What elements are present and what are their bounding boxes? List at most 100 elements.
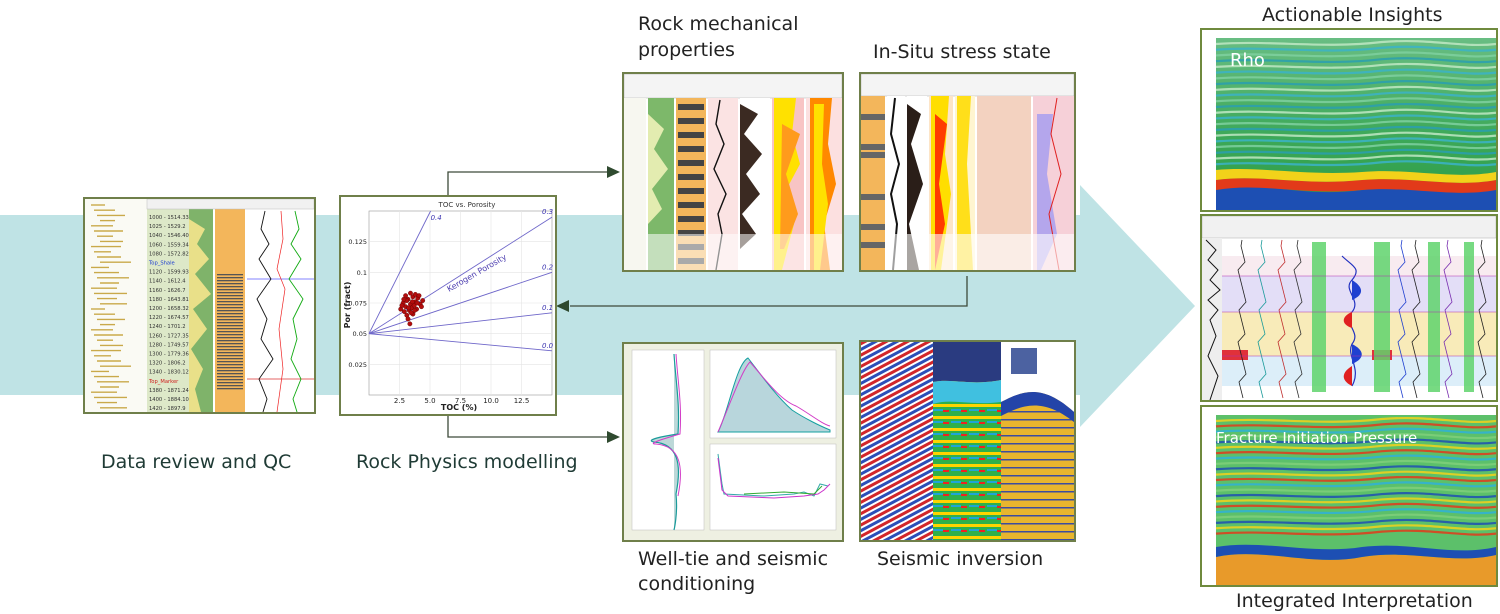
scatter-point [419, 304, 424, 310]
rho-section-panel: Rho [1200, 28, 1498, 212]
litho-stripe [217, 286, 243, 288]
litho-stripe [217, 283, 243, 285]
seismic-reflector [1215, 459, 1496, 466]
x-tick-label: 2.5 [394, 397, 405, 405]
scatter-point [408, 290, 413, 296]
litho-stripe [217, 301, 243, 303]
seismic-reflector [1215, 114, 1496, 121]
depth-row-label: 1220 - 1674.57 [149, 315, 189, 321]
seismic-reflector [1215, 108, 1496, 115]
fip-section-graphic [1202, 407, 1496, 585]
seismic-reflector [1215, 51, 1496, 58]
litho-stripe [217, 280, 243, 282]
fan-line-label: 0.0 [542, 342, 554, 350]
depth-row-label: 1140 - 1612.4 [149, 279, 186, 285]
label-rock-physics: Rock Physics modelling [356, 451, 578, 473]
litho-stripe [217, 364, 243, 366]
log-curve [1443, 239, 1453, 399]
seismic-reflector [1215, 508, 1496, 515]
litho-stripe [678, 174, 704, 180]
litho-stripe [217, 346, 243, 348]
fip-section-panel: Fracture Initiation Pressure [1200, 405, 1498, 587]
rho-overlay-label: Rho [1230, 50, 1265, 71]
log-curve [1411, 239, 1421, 399]
seismic-reflector [1215, 39, 1496, 47]
litho-stripe [217, 367, 243, 369]
scatter-point [407, 321, 413, 327]
litho-stripe [678, 146, 704, 152]
depth-row-label: 1040 - 1546.40 [149, 233, 189, 239]
seismic-reflector [1215, 497, 1496, 504]
welltie-panel [622, 342, 844, 542]
y-tick-label: 0.025 [348, 361, 367, 369]
label-inversion: Seismic inversion [877, 548, 1044, 570]
seismic-reflector [1215, 137, 1496, 144]
seismic-inversion-graphic [861, 342, 1074, 540]
litho-stripe [678, 104, 704, 110]
seismic-reflector [1215, 143, 1496, 150]
fan-line-label: 0.2 [542, 263, 554, 271]
label-integrated: Integrated Interpretation [1236, 590, 1473, 612]
seismic-reflector [1215, 57, 1496, 64]
litho-stripe [678, 118, 704, 124]
litho-stripe [217, 370, 243, 372]
seismic-reflector [1215, 438, 1496, 445]
label-actionable: Actionable Insights [1262, 4, 1443, 26]
seismic-reflector [1215, 513, 1496, 520]
seismic-reflector [1215, 475, 1496, 483]
depth-row-label: 1200 - 1658.32 [149, 306, 189, 312]
litho-stripe [217, 343, 243, 345]
rho-section-graphic [1202, 30, 1496, 210]
seismic-reflector [1215, 427, 1496, 434]
log-curve [1293, 239, 1303, 399]
scatter-point [406, 305, 412, 311]
litho-stripe [678, 132, 704, 138]
scatter-point [408, 310, 414, 316]
y-tick-label: 0.125 [348, 238, 367, 246]
seismic-reflector [1215, 80, 1496, 87]
litho-stripe [861, 114, 885, 120]
fan-line-label: 0.1 [542, 304, 553, 312]
chart-y-axis-label: Por (fract) [343, 282, 352, 329]
kerogen-fan-line [368, 271, 553, 335]
log-curve [1397, 239, 1407, 399]
chart-x-axis-label: TOC (%) [441, 403, 477, 412]
litho-stripe [217, 382, 243, 384]
litho-stripe [217, 334, 243, 336]
litho-stripe [678, 216, 704, 222]
welltie-graphic [624, 344, 842, 540]
seismic-reflector [1215, 492, 1496, 499]
insitu-stress-panel [859, 72, 1076, 272]
fan-line-label: 0.3 [542, 208, 553, 216]
seismic-reflector [1215, 502, 1496, 509]
seismic-reflector [1215, 529, 1496, 536]
seismic-reflector [1215, 422, 1496, 429]
seismic-reflector [1215, 125, 1496, 132]
seismic-reflector [1215, 91, 1496, 98]
seismic-reflector [1215, 85, 1496, 92]
depth-row-label: 1280 - 1749.57 [149, 342, 189, 348]
seismic-reflector [1215, 449, 1496, 456]
rock-mechanical-panel [622, 72, 844, 272]
litho-stripe [217, 340, 243, 342]
x-tick-label: 12.5 [514, 397, 530, 405]
seismic-reflector [1215, 131, 1496, 138]
litho-stripe [678, 202, 704, 208]
litho-stripe [678, 230, 704, 236]
scatter-point [401, 309, 407, 314]
litho-stripe [861, 224, 885, 230]
seismic-reflector [1215, 62, 1496, 69]
log-curve [1477, 239, 1487, 399]
seismic-reflector [1215, 74, 1496, 81]
litho-stripe [217, 373, 243, 375]
depth-row-label: 1260 - 1727.35 [149, 333, 189, 339]
seismic-reflector [1215, 154, 1496, 161]
litho-stripe [217, 388, 243, 390]
litho-stripe [217, 325, 243, 327]
scatter-point [414, 300, 420, 306]
seismic-reflector [1215, 465, 1496, 472]
seismic-reflector [1215, 68, 1496, 75]
